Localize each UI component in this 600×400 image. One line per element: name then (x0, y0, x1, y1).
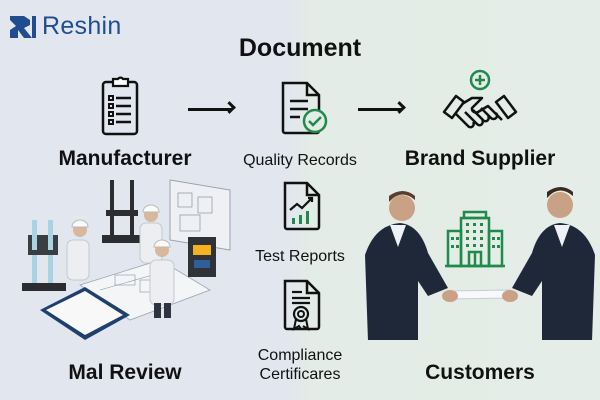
compliance-label-line1: Compliance (257, 347, 343, 364)
mal-review-label: Mal Review (68, 361, 182, 384)
manufacturer-label: Manufacturer (58, 147, 192, 170)
handshake-plus-icon (442, 69, 518, 129)
document-chart-icon (283, 181, 321, 231)
test-reports-label: Test Reports (255, 248, 345, 265)
quality-records-label: Quality Records (243, 152, 357, 169)
compliance-label-line2: Certificares (259, 366, 341, 383)
compliance-certificates-label: Compliance Certificares (225, 346, 375, 384)
certificate-badge-icon (283, 279, 321, 332)
engineers-review-illustration (22, 179, 231, 340)
brand-logo: Reshin (10, 12, 122, 41)
document-check-icon (281, 81, 328, 135)
office-building-icon (445, 210, 505, 268)
clipboard-checklist-icon (101, 76, 139, 136)
businessmen-exchange-illustration (365, 187, 595, 340)
flow-arrow-icon (188, 108, 232, 111)
flow-arrow-icon (358, 108, 402, 111)
reshin-logo-icon (10, 15, 36, 38)
customers-label: Customers (425, 361, 535, 384)
page-title: Document (238, 34, 362, 62)
brand-name: Reshin (42, 12, 122, 40)
brand-supplier-label: Brand Supplier (404, 147, 556, 170)
